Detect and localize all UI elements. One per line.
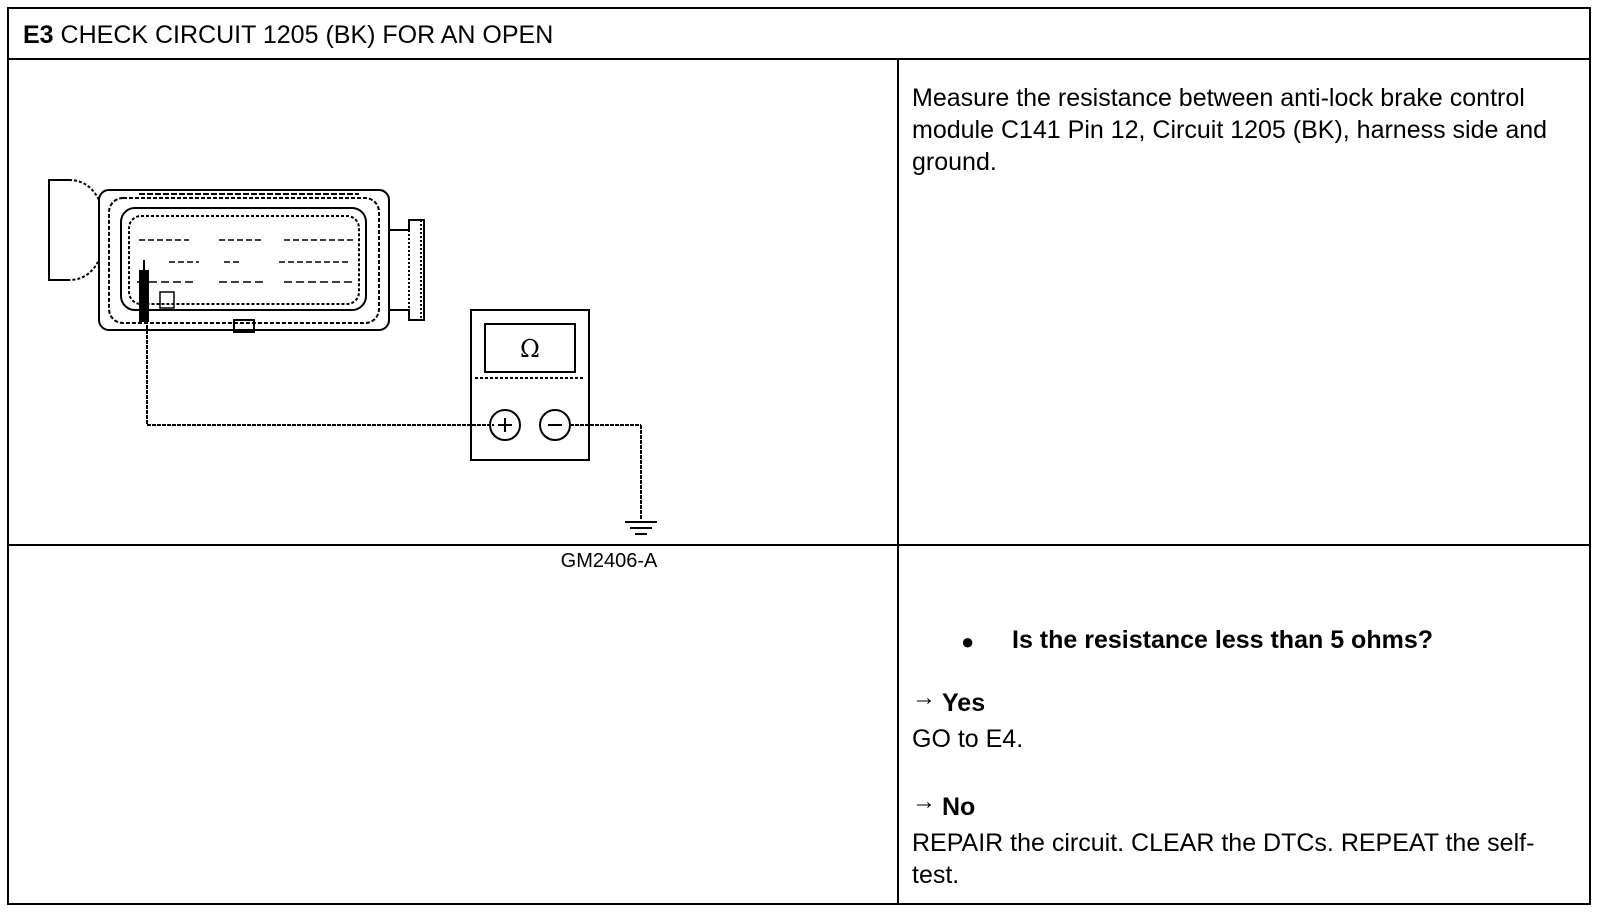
ohmmeter-icon <box>470 309 590 461</box>
answer-no-label: →No <box>912 788 976 822</box>
step-title-text: CHECK CIRCUIT 1205 (BK) FOR AN OPEN <box>60 21 554 49</box>
ground-symbol-icon <box>625 521 657 535</box>
step-header: E3 CHECK CIRCUIT 1205 (BK) FOR AN OPEN <box>9 9 1589 60</box>
ground-lead <box>570 424 642 520</box>
connector-icon <box>48 179 425 333</box>
arrow-right-icon: → <box>912 788 936 815</box>
column-divider <box>897 60 899 903</box>
answer-no-text: No <box>942 793 976 821</box>
connector-pins <box>137 239 354 309</box>
step-title: E3 CHECK CIRCUIT 1205 (BK) FOR AN OPEN <box>23 21 553 50</box>
procedure-table: E3 CHECK CIRCUIT 1205 (BK) FOR AN OPEN <box>7 7 1591 905</box>
answer-yes-text: Yes <box>942 689 986 717</box>
wiring-diagram: Ω GM2406-A <box>48 179 658 572</box>
meter-symbol: Ω <box>520 335 540 363</box>
question-text: Is the resistance less than 5 ohms? <box>1012 626 1433 654</box>
arrow-right-icon: → <box>912 684 936 711</box>
probe-lead <box>139 260 494 426</box>
figure-code: GM2406-A <box>561 550 658 572</box>
answer-yes-label: →Yes <box>912 684 986 718</box>
instruction-text: Measure the resistance between anti-lock… <box>912 84 1548 176</box>
result-row: ● Is the resistance less than 5 ohms? →Y… <box>9 546 1589 903</box>
instruction-row: Ω GM2406-A Measure the resistance betwee… <box>9 60 1589 572</box>
step-id: E3 <box>23 21 54 49</box>
answer-no-action: REPAIR the circuit. CLEAR the DTCs. REPE… <box>912 829 1535 889</box>
bullet-icon: ● <box>961 629 975 654</box>
answer-yes-action: GO to E4. <box>912 725 1024 753</box>
